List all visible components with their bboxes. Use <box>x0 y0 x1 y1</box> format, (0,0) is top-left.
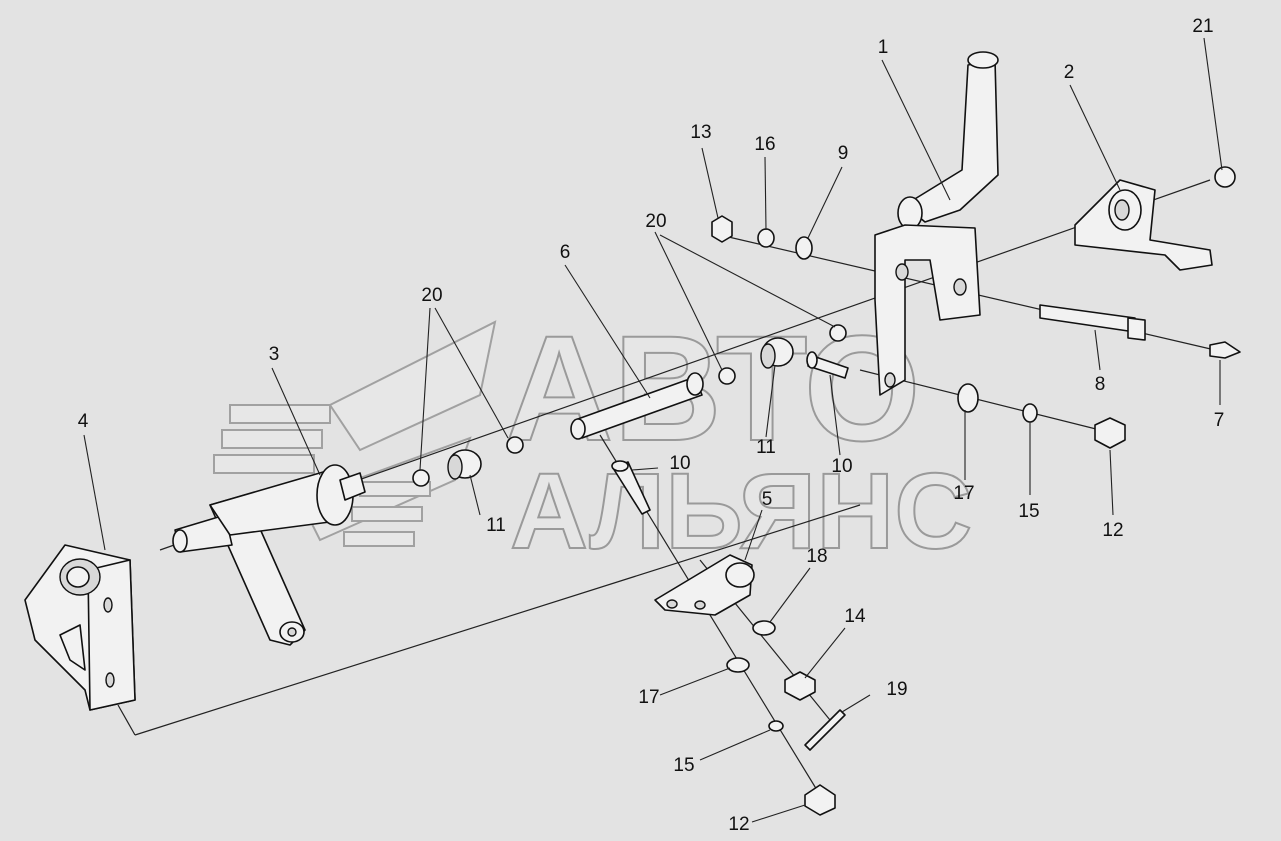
callout-16: 16 <box>754 134 776 155</box>
part-2-mount <box>1074 166 1236 271</box>
callout-17-b: 17 <box>638 687 660 708</box>
callout-9: 9 <box>837 143 849 164</box>
right-hardware <box>711 215 1241 449</box>
callout-11-a: 11 <box>486 515 506 536</box>
callout-18: 18 <box>806 546 828 567</box>
lower-fasteners <box>726 620 846 816</box>
callout-12-b: 12 <box>728 814 750 835</box>
leader-lines <box>83 37 1223 823</box>
callout-12-a: 12 <box>1102 520 1124 541</box>
callout-15-b: 15 <box>673 755 695 776</box>
left-small-parts <box>412 436 524 487</box>
watermark-line2: АЛЬЯНС <box>510 450 972 571</box>
callout-2: 2 <box>1063 62 1075 83</box>
callout-20-a: 20 <box>645 211 667 232</box>
callout-19: 19 <box>886 679 908 700</box>
part-1-pedal <box>874 51 999 396</box>
callout-15-a: 15 <box>1018 501 1040 522</box>
watermark-logo <box>213 320 497 547</box>
callout-4: 4 <box>77 411 89 432</box>
callout-1: 1 <box>877 37 889 58</box>
part-10-pins <box>611 351 849 515</box>
part-4-bracket <box>24 544 136 711</box>
callout-10-b: 10 <box>831 456 853 477</box>
callout-17-a: 17 <box>953 483 975 504</box>
part-3-lever <box>172 464 366 646</box>
callout-14: 14 <box>844 606 866 627</box>
callout-10-a: 10 <box>669 453 691 474</box>
callout-20-b: 20 <box>421 285 443 306</box>
part-5-arm <box>654 554 755 616</box>
part-6-shaft <box>570 324 847 440</box>
callout-13: 13 <box>690 122 712 143</box>
callout-11-b: 11 <box>756 437 776 458</box>
callout-8: 8 <box>1094 374 1106 395</box>
callout-7: 7 <box>1213 410 1225 431</box>
watermark-line1: АВТО <box>505 304 921 472</box>
callout-21: 21 <box>1192 16 1214 37</box>
callout-3: 3 <box>268 344 280 365</box>
callout-5: 5 <box>761 489 773 510</box>
callout-6: 6 <box>559 242 571 263</box>
